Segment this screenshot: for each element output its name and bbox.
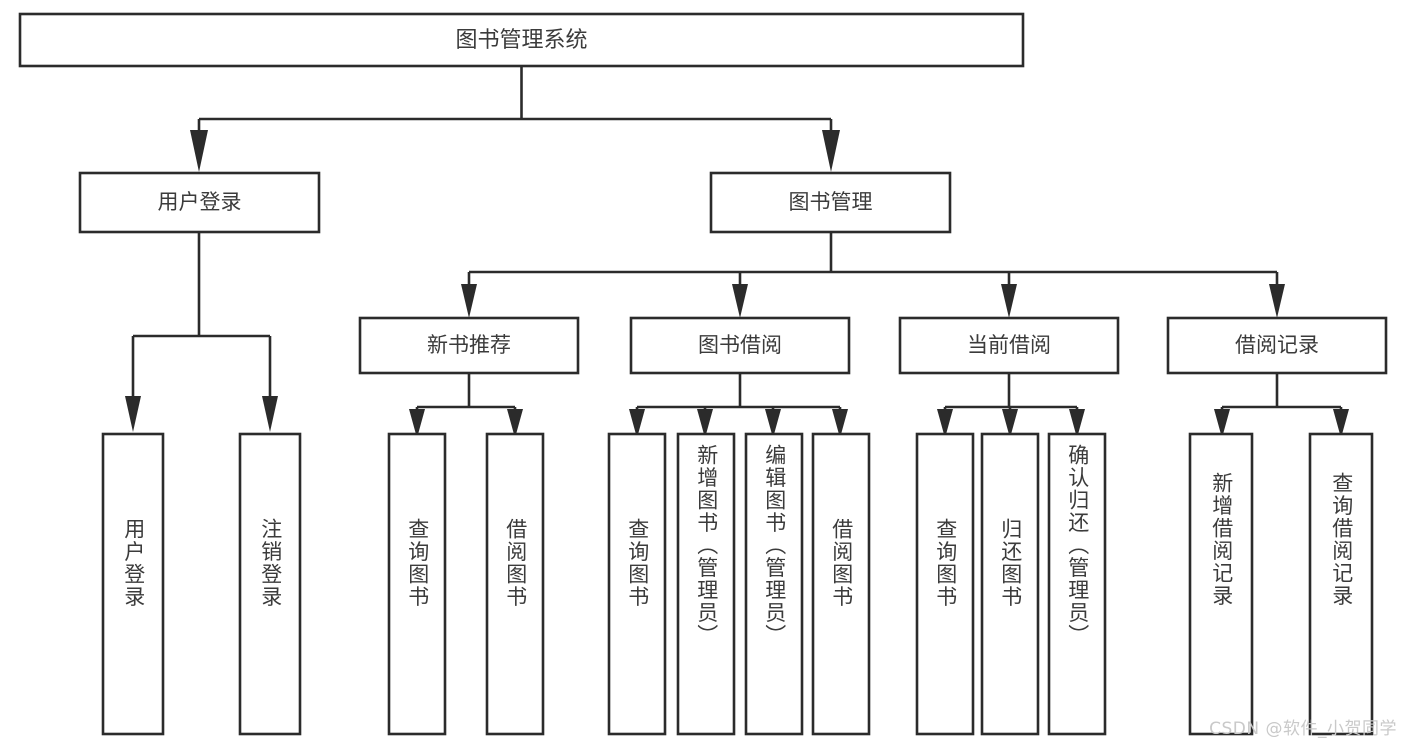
node-current[interactable]: 当前借阅 [898,316,1120,375]
node-record-label: 借阅记录 [1235,333,1319,357]
arrow-current-leaf3-icon [1069,409,1085,438]
arrow-current-leaf2-icon [1002,409,1018,438]
node-record-box[interactable] [1166,316,1388,375]
node-bookmgmt-box[interactable] [709,171,952,234]
arrow-record-leaf2-icon [1333,409,1349,438]
node-bookmgmt-label: 图书管理 [789,190,873,214]
leaf-current-2-box[interactable] [980,432,1040,736]
arrow-bookmgmt-newbook-icon [461,284,477,318]
csdn-watermark: CSDN @软件_小贺同学 [1209,719,1397,739]
arrow-record-leaf1-icon [1214,409,1230,438]
node-current-box[interactable] [898,316,1120,375]
node-login[interactable]: 用户登录 [78,171,321,234]
arrow-borrow-leaf2-icon [697,409,713,438]
leaf-newbook-1-box[interactable] [387,432,447,736]
node-bookmgmt[interactable]: 图书管理 [709,171,952,234]
arrow-login-leaf2-icon [262,396,278,432]
node-newbook[interactable]: 新书推荐 [358,316,580,375]
node-login-box[interactable] [78,171,321,234]
leaf-record-2-box[interactable] [1308,432,1374,736]
arrow-borrow-leaf4-icon [832,409,848,438]
leaf-borrow-4-box[interactable] [811,432,871,736]
node-borrow-label: 图书借阅 [698,333,782,357]
arrow-root-to-login-icon [190,130,208,172]
node-current-label: 当前借阅 [967,333,1051,357]
arrow-newbook-leaf1-icon [409,409,425,438]
arrow-bookmgmt-borrow-icon [732,284,748,318]
arrow-bookmgmt-record-icon [1269,284,1285,318]
leaf-newbook-2-box[interactable] [485,432,545,736]
arrow-borrow-leaf1-icon [629,409,645,438]
node-record[interactable]: 借阅记录 [1166,316,1388,375]
arrow-bookmgmt-current-icon [1001,284,1017,318]
node-newbook-box[interactable] [358,316,580,375]
node-newbook-label: 新书推荐 [427,333,511,357]
node-borrow[interactable]: 图书借阅 [629,316,851,375]
connector-layer [125,66,1349,438]
node-login-label: 用户登录 [158,190,242,214]
leaf-borrow-1-box[interactable] [607,432,667,736]
leaf-box-layer [101,432,1374,736]
leaf-borrow-2-box[interactable] [676,432,736,736]
arrow-borrow-leaf3-icon [765,409,781,438]
leaf-login-2-box[interactable] [238,432,302,736]
leaf-borrow-3-box[interactable] [744,432,804,736]
arrow-login-leaf1-icon [125,396,141,432]
node-borrow-box[interactable] [629,316,851,375]
leaf-login-1-box[interactable] [101,432,165,736]
node-root[interactable]: 图书管理系统 [18,12,1025,68]
node-root-box[interactable] [18,12,1025,68]
arrow-newbook-leaf2-icon [507,409,523,438]
arrow-current-leaf1-icon [937,409,953,438]
arrow-root-to-bookmgmt-icon [822,130,840,172]
leaf-current-3-box[interactable] [1047,432,1107,736]
leaf-record-1-box[interactable] [1188,432,1254,736]
leaf-current-1-box[interactable] [915,432,975,736]
node-root-label: 图书管理系统 [455,28,587,53]
